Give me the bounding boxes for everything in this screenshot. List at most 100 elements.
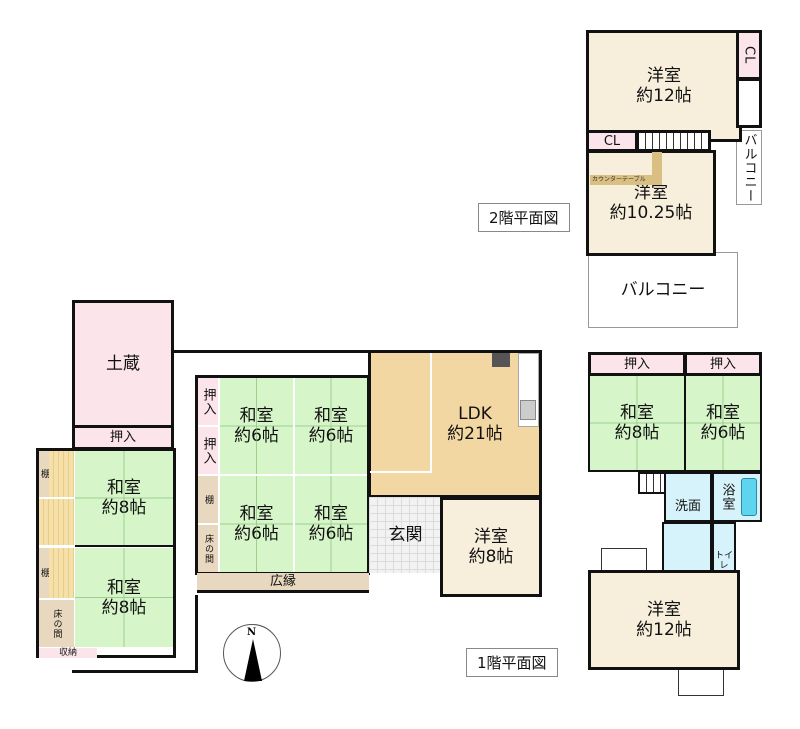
closet-label: CL <box>603 133 621 149</box>
bathtub-icon <box>741 478 757 516</box>
room-size: 約8帖 <box>614 423 660 443</box>
room-size: 約6帖 <box>700 423 746 443</box>
hiroen-label: 広縁 <box>269 574 296 589</box>
room-2f-western-10: 洋室 約10.25帖 <box>586 150 716 256</box>
tana-bottom: 棚 <box>39 548 49 598</box>
counter-table-label: カウンターテーブル <box>592 176 646 183</box>
washitsu-c3: 和室 約6帖 <box>220 476 293 572</box>
counter-table-vert <box>652 152 662 180</box>
room-size: 約8帖 <box>101 498 147 518</box>
washitsu-left-top: 和室 約8帖 <box>75 451 173 547</box>
shelf-2 <box>39 499 74 545</box>
oshiire-c2: 押入 <box>198 427 218 474</box>
tokonoma-label: 床の間 <box>51 608 62 639</box>
yoshitsu-12: 洋室 約12帖 <box>588 570 740 670</box>
room-size: 約10.25帖 <box>609 203 693 223</box>
tana-label: 棚 <box>203 494 213 505</box>
floor2-label: 2階平面図 <box>478 203 570 232</box>
washroom-label: 洗面 <box>674 498 701 514</box>
sink-icon <box>520 400 536 420</box>
tana-center: 棚 <box>198 476 218 523</box>
room-name: 洋室 <box>647 66 681 86</box>
room-name: 和室 <box>239 504 274 524</box>
stove-icon <box>492 353 510 367</box>
room-name: 洋室 <box>474 527 508 547</box>
door-double-bottom[interactable] <box>678 670 724 696</box>
room-size: 約12帖 <box>636 620 692 640</box>
ldk: LDK 約21帖 <box>368 350 542 498</box>
room-size: 約6帖 <box>234 426 279 446</box>
north-label: N <box>247 627 257 638</box>
room-size: 約21帖 <box>447 424 503 444</box>
closet-2f-left: CL <box>586 130 638 152</box>
oshiire-label: 押入 <box>109 430 136 445</box>
veranda-top-wall <box>174 350 369 353</box>
yoshitsu-8: 洋室 約8帖 <box>440 497 542 597</box>
room-size: 約6帖 <box>308 524 354 544</box>
balcony-bottom: バルコニー <box>588 252 738 328</box>
shelf-3 <box>49 548 74 598</box>
washitsu-c1: 和室 約6帖 <box>220 378 293 474</box>
genkan-entrance: 玄関 <box>369 497 442 573</box>
hiroen: 広縁 <box>197 573 369 593</box>
room-name: 和室 <box>107 478 141 498</box>
room-2f-western-12: 洋室 約12帖 <box>586 30 742 142</box>
room-size: 約12帖 <box>636 86 692 106</box>
tokonoma-left: 床の間 <box>39 600 74 647</box>
toilet-label: トイレ <box>714 551 733 571</box>
balcony-side-label: バルコニー <box>741 132 757 203</box>
washitsu-c4: 和室 約6帖 <box>295 476 367 572</box>
tana-label: 棚 <box>39 469 49 479</box>
outer-corridor-wall <box>72 670 197 673</box>
oshiire-c1: 押入 <box>198 378 218 425</box>
shuno: 収納 <box>39 648 97 658</box>
closet-label: CL <box>741 45 757 65</box>
door-2f <box>736 78 762 128</box>
room-name: 洋室 <box>634 183 668 203</box>
shuno-label: 収納 <box>58 648 77 658</box>
oshiire-r1: 押入 <box>588 352 686 376</box>
room-name: 和室 <box>314 406 348 426</box>
room-name: 和室 <box>107 577 141 598</box>
tokonoma-center: 床の間 <box>198 525 218 572</box>
oshiire-kura: 押入 <box>72 425 174 450</box>
room-name: 和室 <box>239 406 274 426</box>
shelf-1 <box>49 451 74 497</box>
room-size: 約6帖 <box>308 426 354 446</box>
compass-north-icon: N <box>223 624 281 682</box>
room-size: 約8帖 <box>101 597 147 618</box>
oshiire-label: 押入 <box>623 356 650 372</box>
kura-storehouse: 土蔵 <box>72 300 174 428</box>
room-size: 約6帖 <box>234 524 279 544</box>
hallway-wet <box>662 522 712 572</box>
room-name: 洋室 <box>647 600 681 620</box>
toilet: トイレ <box>712 522 736 572</box>
kura-label: 土蔵 <box>106 354 140 374</box>
balcony-side: バルコニー <box>736 130 762 205</box>
outer-corridor-wall-v <box>195 595 198 673</box>
bath-label: 浴室 <box>719 483 735 511</box>
washroom: 洗面 <box>664 472 712 522</box>
genkan-label: 玄関 <box>388 525 423 545</box>
floor2-plan: バルコニー バルコニー 洋室 約12帖 CL CL 洋室 約10.25帖 カウン… <box>586 30 766 330</box>
room-name: 和室 <box>620 403 654 423</box>
tana-label: 棚 <box>39 568 49 578</box>
closet-2f-right: CL <box>736 30 762 80</box>
floor1-label: 1階平面図 <box>466 648 558 677</box>
room-name: 和室 <box>314 504 348 524</box>
stairs-2f[interactable] <box>636 130 711 152</box>
washitsu-r1: 和室 約8帖 <box>588 374 686 472</box>
door-double-top[interactable] <box>601 548 647 570</box>
oshiire-label: 押入 <box>200 436 216 465</box>
oshiire-r2: 押入 <box>684 352 762 376</box>
room-name: LDK <box>458 404 492 424</box>
counter-table: カウンターテーブル <box>590 175 662 185</box>
tana-top: 棚 <box>39 451 49 497</box>
washitsu-c2: 和室 約6帖 <box>295 378 367 474</box>
room-name: 和室 <box>706 403 740 423</box>
balcony-label: バルコニー <box>620 280 706 300</box>
oshiire-label: 押入 <box>709 356 736 372</box>
oshiire-label: 押入 <box>200 387 216 416</box>
ldk-inner-line <box>370 353 432 473</box>
room-size: 約8帖 <box>468 547 514 567</box>
